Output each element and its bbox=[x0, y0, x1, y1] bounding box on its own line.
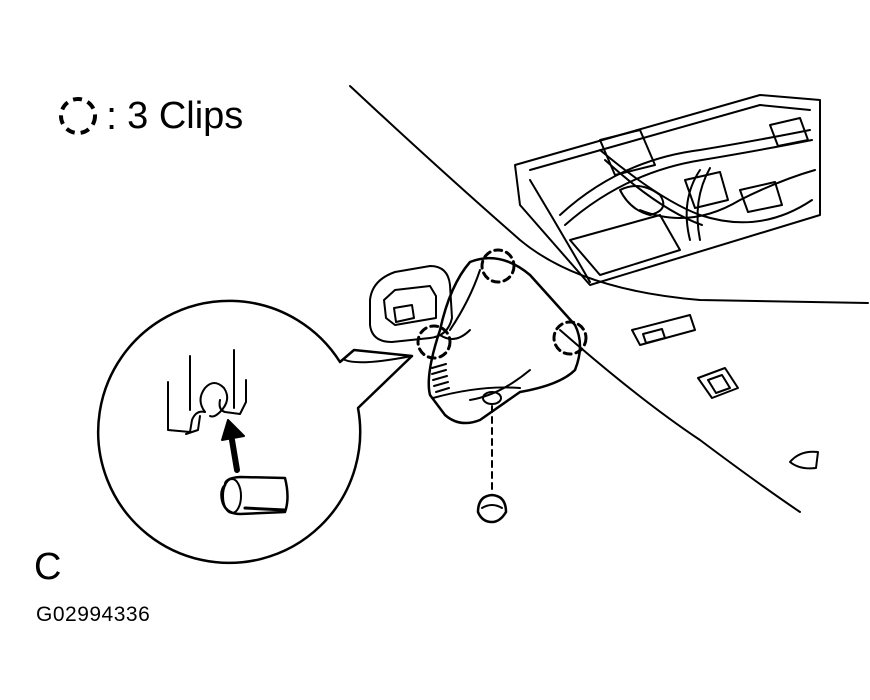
detail-callout bbox=[96, 299, 414, 565]
clip-detail bbox=[167, 349, 289, 516]
visor-holder bbox=[369, 265, 453, 343]
clip-marker-top bbox=[480, 248, 516, 284]
screw-assembly bbox=[476, 405, 508, 524]
headliner-edge-lower bbox=[559, 329, 801, 513]
clip-marker-right bbox=[552, 320, 588, 356]
clip-marker-left bbox=[416, 324, 452, 360]
view-label: C bbox=[34, 546, 62, 588]
roof-opening-with-wiring bbox=[514, 94, 821, 286]
vanity-lamp-housing bbox=[416, 248, 588, 425]
dashed-circle-clip-icon bbox=[59, 97, 97, 135]
insertion-arrow bbox=[229, 437, 240, 473]
headliner-switch-openings bbox=[631, 314, 819, 470]
legend-separator: : bbox=[106, 94, 118, 138]
legend-label: 3 Clips bbox=[127, 95, 244, 137]
headliner-edge-upper bbox=[349, 85, 869, 304]
clip-legend: : 3 Clips bbox=[56, 92, 243, 140]
clip-pin bbox=[220, 475, 289, 516]
figure-code: G02994336 bbox=[36, 603, 151, 626]
